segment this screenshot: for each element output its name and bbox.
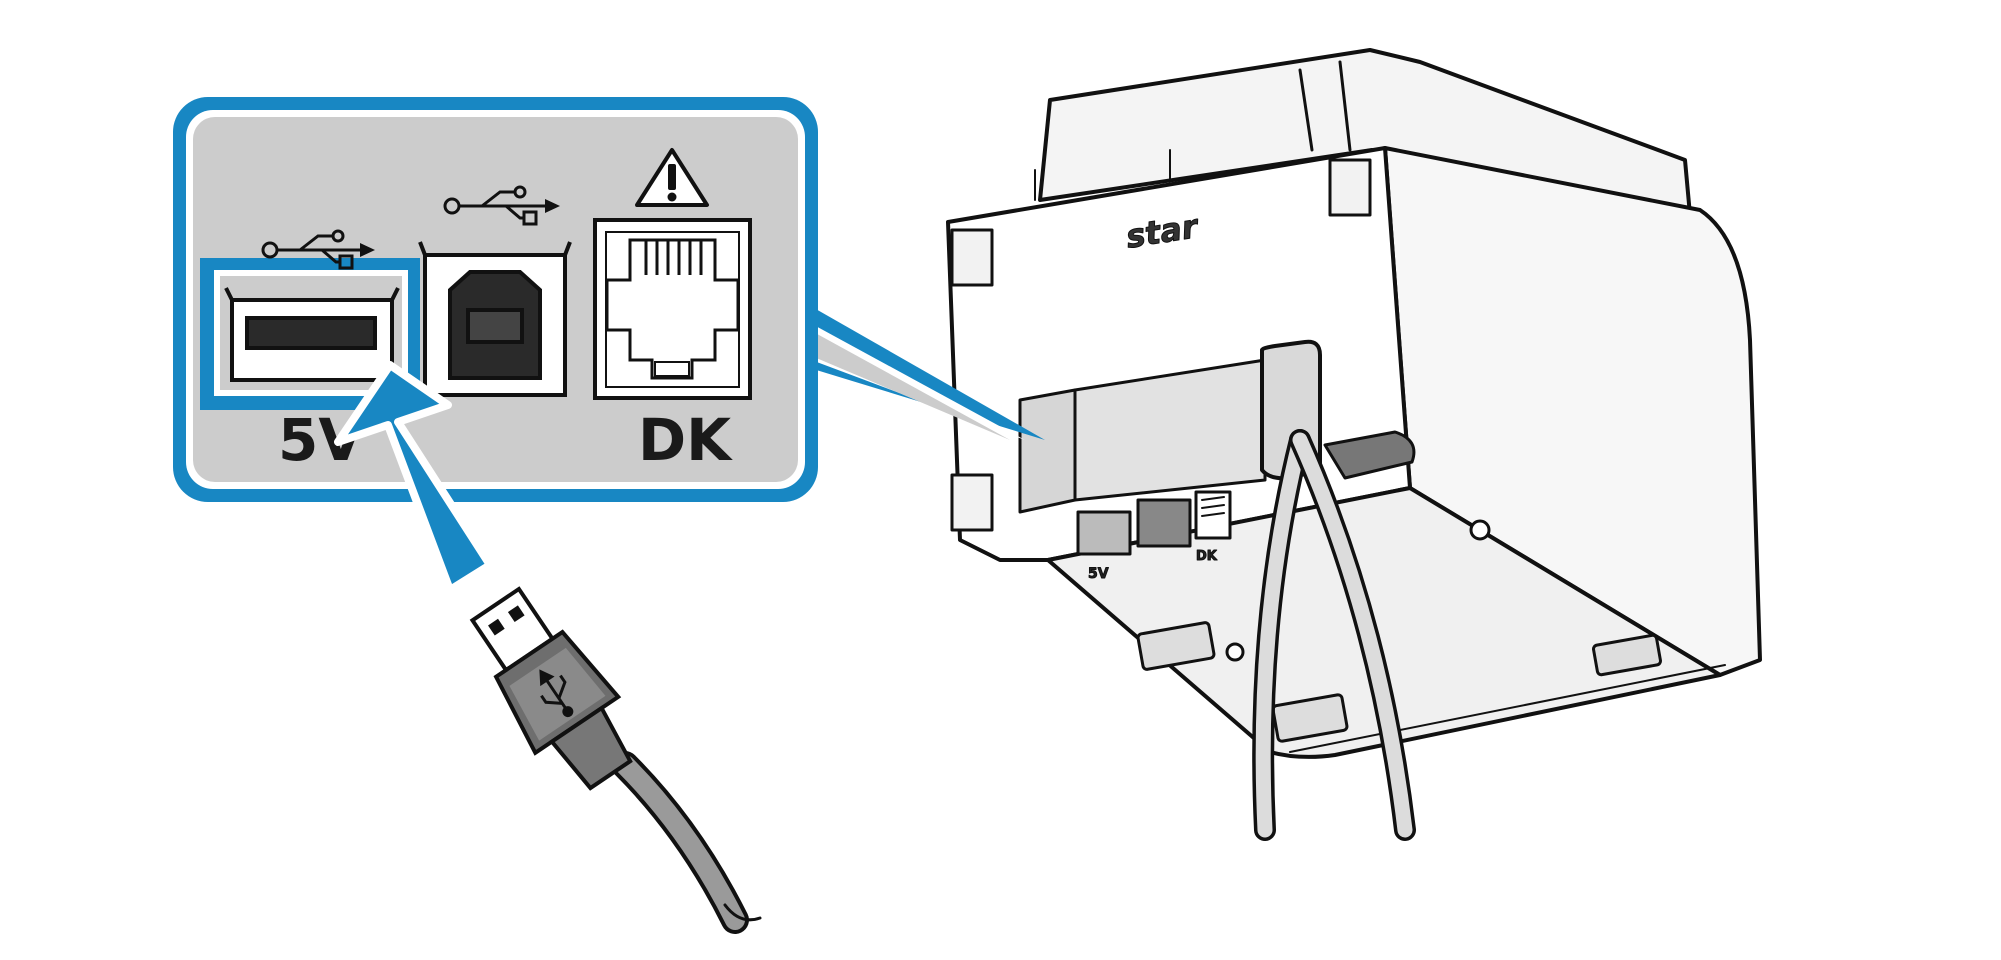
printer-power-cables [1252, 429, 1416, 841]
usb-symbol-icon [539, 669, 574, 718]
printer-port-label-5v: 5V [1088, 566, 1109, 582]
printer-usb-b-port [1136, 498, 1192, 548]
printer-usb-a-port [1076, 510, 1132, 556]
insert-arrow-icon [334, 361, 494, 594]
usb-symbol-icon [443, 185, 560, 226]
printer-port-label-dk: DK [1196, 549, 1218, 564]
port-callout: 5V DK [173, 97, 1045, 502]
printer-port-recess [1018, 388, 1077, 514]
callout-pointer [800, 300, 1045, 440]
warning-triangle-icon [635, 148, 709, 207]
usb-a-cable [611, 751, 762, 934]
usb-symbol-icon [261, 229, 375, 270]
dk-port [593, 218, 752, 400]
port-label-dk: DK [638, 406, 733, 474]
usb-a-port [224, 287, 400, 382]
printer: 5V DK star [946, 48, 1762, 759]
printer-right-side [1383, 146, 1762, 677]
usb-a-plug [469, 586, 633, 791]
usb-b-port [418, 241, 572, 397]
